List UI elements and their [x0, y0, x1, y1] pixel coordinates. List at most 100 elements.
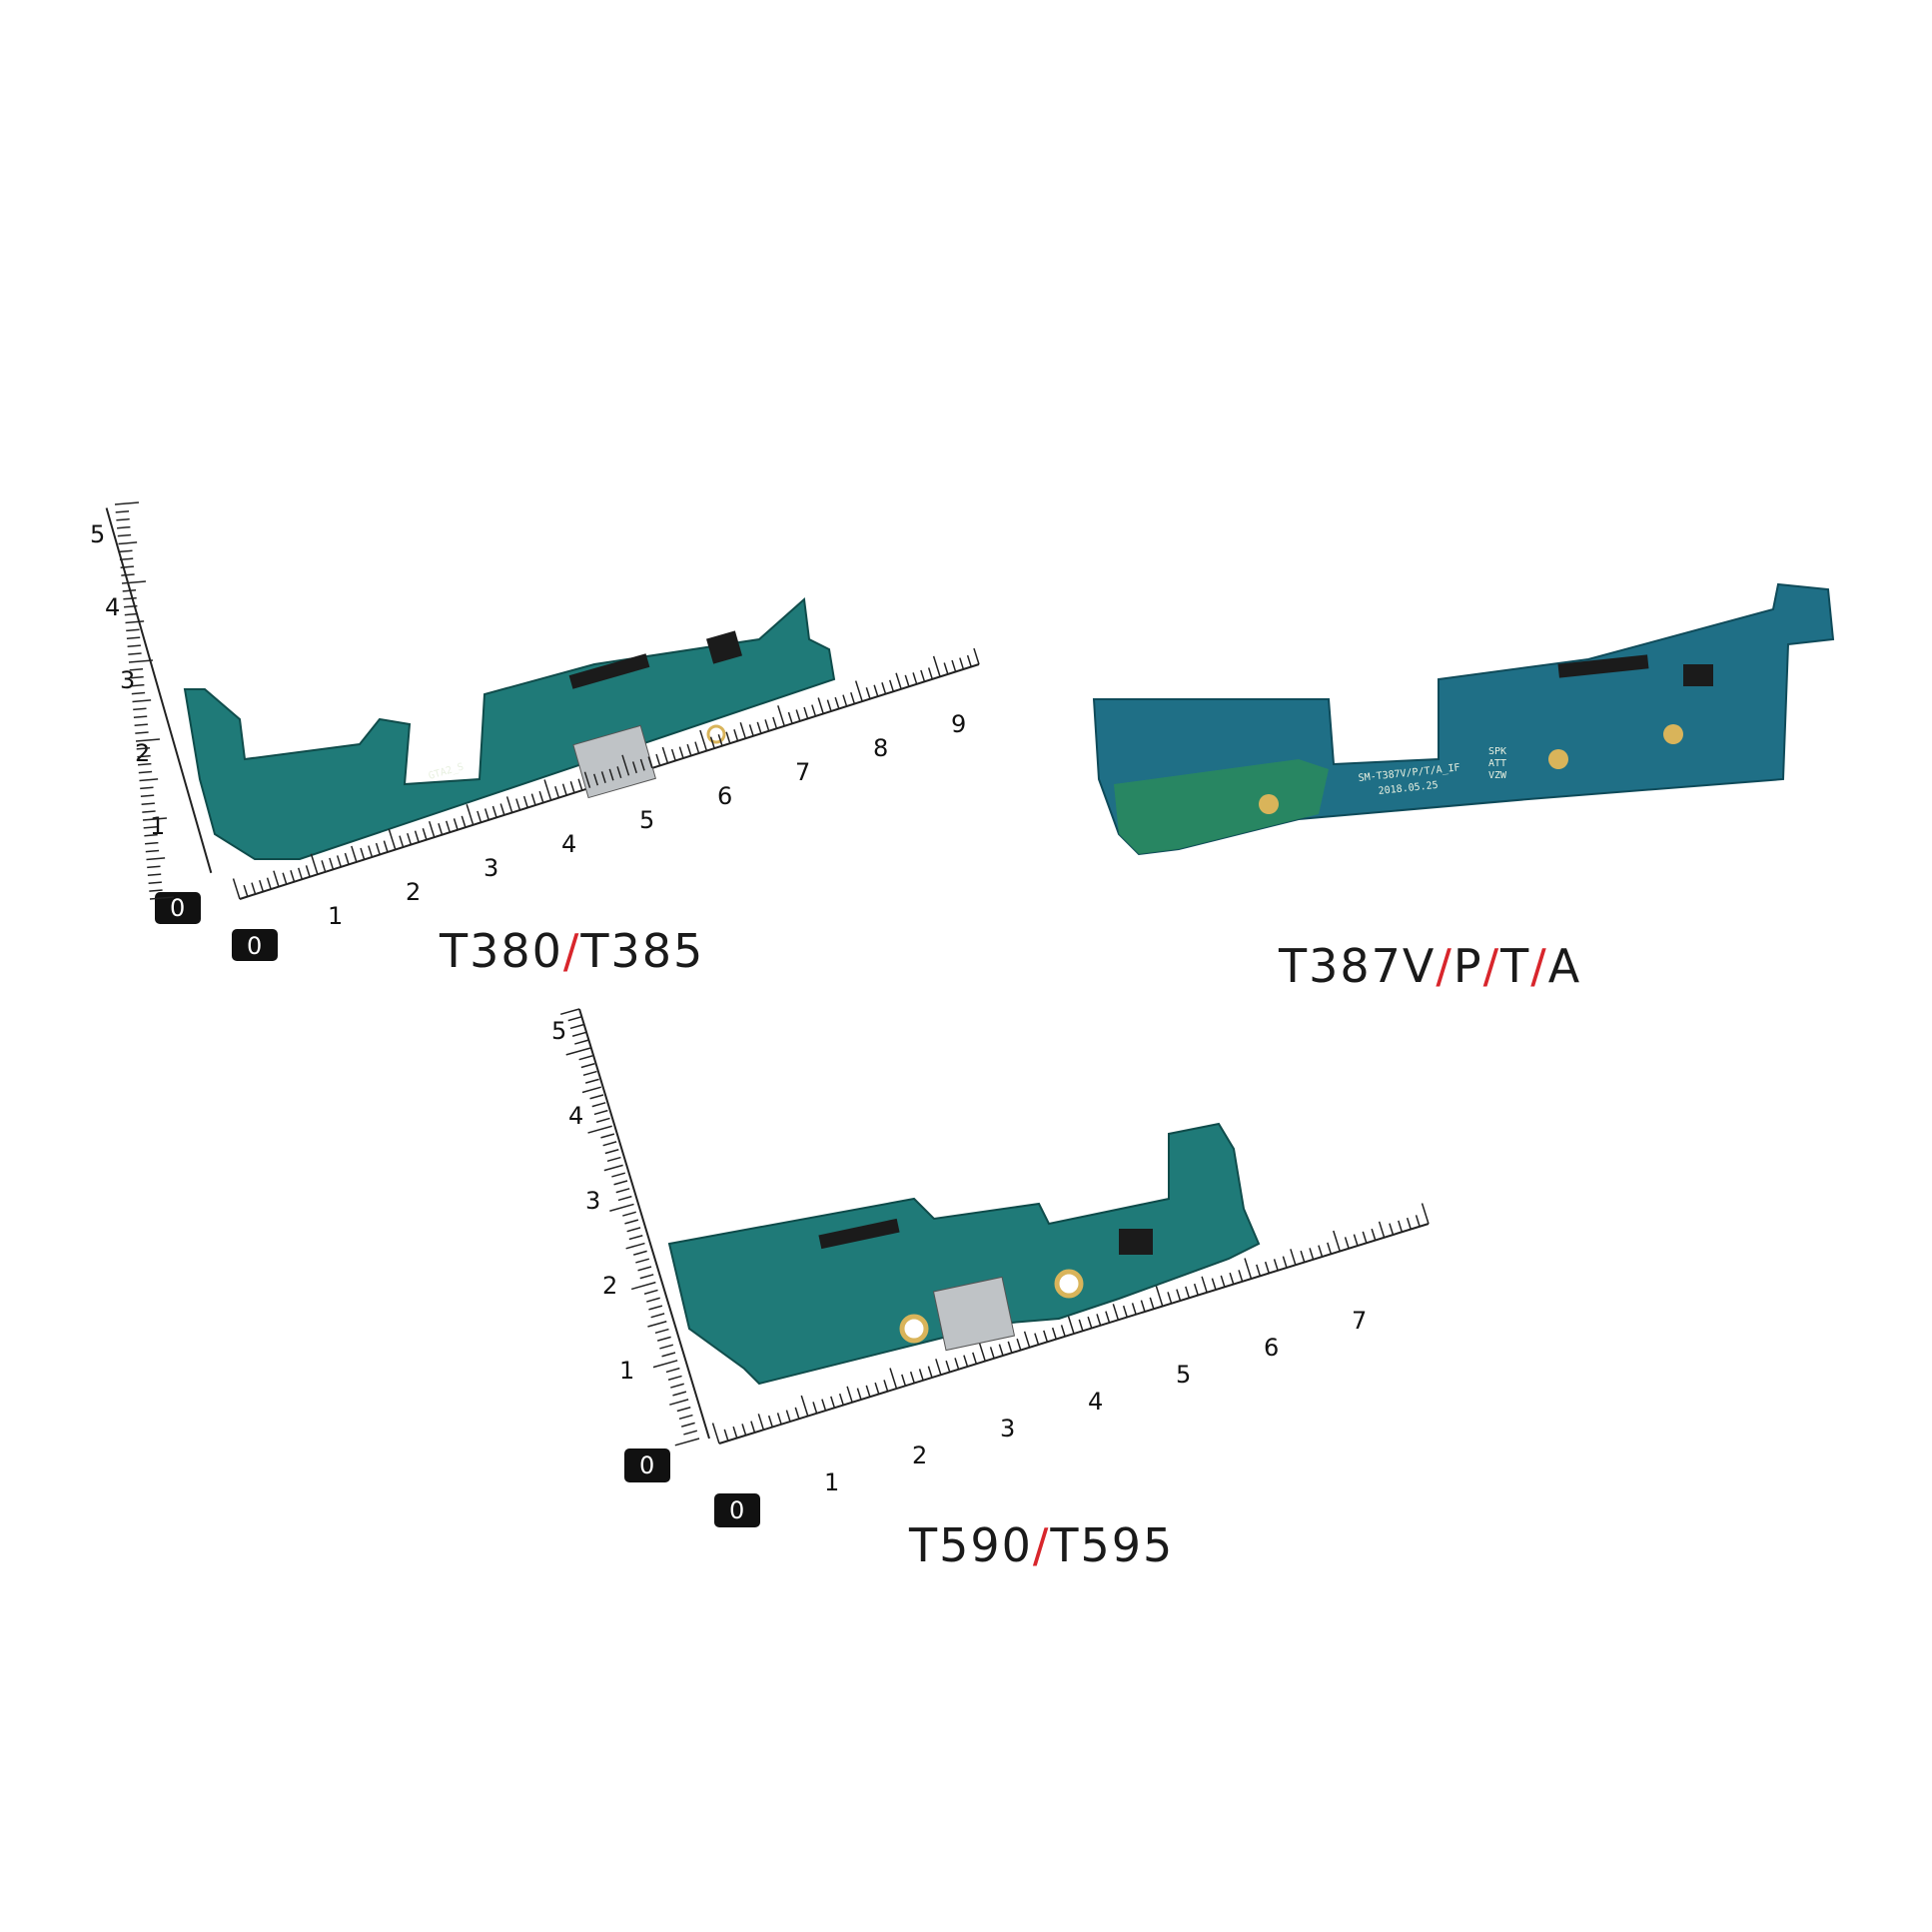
ruler-tick — [842, 694, 848, 707]
silkscreen-side: VZW — [1488, 770, 1507, 781]
ruler-tick — [613, 1180, 628, 1186]
ruler-tick — [932, 655, 941, 677]
ruler-tick — [741, 1424, 747, 1436]
ruler-tick — [145, 849, 160, 853]
silkscreen-side: SPK — [1488, 746, 1506, 757]
ruler-tick — [144, 833, 158, 837]
svg-text:0: 0 — [639, 1451, 654, 1479]
ruler-tick — [1421, 1203, 1430, 1225]
ruler-tick — [138, 770, 153, 774]
ruler-tick — [678, 1414, 693, 1421]
ruler-tick — [583, 771, 591, 788]
pcb-board — [183, 596, 836, 860]
horizontal-ruler-number: 8 — [873, 734, 888, 762]
vertical-ruler — [105, 507, 213, 874]
ruler-tick — [453, 818, 459, 830]
ruler-tick — [608, 768, 614, 781]
ruler-tick — [399, 835, 405, 848]
ruler-tick — [118, 541, 138, 545]
ruler-tick — [147, 873, 162, 877]
ruler-tick — [499, 803, 505, 816]
ruler-tick — [830, 1396, 836, 1409]
ruler-tick — [854, 680, 863, 702]
ruler-tick — [130, 675, 144, 679]
ruler-tick — [648, 1305, 663, 1311]
ruler-tick — [989, 1347, 995, 1359]
ruler-tick — [694, 741, 700, 754]
horizontal-ruler-number: 7 — [795, 758, 810, 786]
ruler-tick — [125, 620, 145, 624]
ruler-tick — [141, 802, 155, 805]
ruler-tick — [670, 1383, 684, 1389]
ruler-tick — [587, 1125, 612, 1134]
ruler-tick — [611, 1172, 626, 1178]
ruler-tick — [817, 697, 824, 714]
ruler-tick — [580, 1063, 595, 1069]
ruler-tick — [581, 1086, 602, 1094]
ruler-tick — [901, 1374, 907, 1387]
ruler-tick — [123, 596, 137, 600]
horizontal-ruler-number: 1 — [328, 902, 343, 930]
ruler-tick — [1122, 1305, 1128, 1318]
ruler-tick — [1185, 1286, 1191, 1299]
ruler-tick — [725, 731, 731, 744]
ruler-tick — [973, 647, 980, 665]
ruler-tick — [655, 753, 661, 766]
ruler-tick — [927, 1366, 933, 1379]
svg-text:0: 0 — [729, 1496, 744, 1524]
ruler-tick — [1300, 1250, 1306, 1263]
ruler-tick — [667, 1375, 682, 1381]
ruler-tick — [121, 580, 147, 584]
ruler-tick — [856, 1388, 862, 1401]
ruler-tick — [1087, 1316, 1093, 1329]
ruler-tick — [438, 823, 444, 835]
ruler-tick — [138, 762, 152, 766]
ruler-tick — [1034, 1333, 1040, 1346]
ruler-tick — [945, 1360, 951, 1373]
ruler-tick — [1016, 1338, 1022, 1351]
ruler-tick — [615, 1188, 630, 1194]
ruler-tick — [505, 796, 513, 813]
ruler-tick — [127, 644, 141, 647]
ruler-tick — [133, 707, 147, 711]
horizontal-ruler-number: 1 — [824, 1468, 839, 1496]
ruler-tick — [777, 705, 785, 727]
ruler-tick — [972, 1352, 978, 1365]
ruler-tick — [959, 657, 965, 670]
ruler-tick — [1078, 1319, 1084, 1332]
ruler-tick — [739, 722, 747, 739]
vertical-ruler-number: 4 — [568, 1102, 583, 1130]
ruler-tick — [678, 746, 684, 759]
mount-hole — [1663, 724, 1683, 744]
ruler-tick — [626, 1227, 641, 1233]
ruler-tick — [140, 794, 155, 798]
chip — [705, 630, 743, 664]
ruler-tick — [883, 1380, 889, 1392]
ruler-tick — [881, 682, 887, 694]
horizontal-ruler-number: 6 — [717, 782, 732, 810]
ruler-tick — [124, 604, 138, 608]
ruler-tick — [477, 810, 483, 823]
ruler-tick — [129, 668, 144, 671]
ruler-tick — [1264, 1261, 1270, 1274]
ruler-tick — [659, 1344, 674, 1350]
ruler-tick — [116, 517, 130, 521]
ruler-tick — [670, 748, 676, 761]
ruler-tick — [624, 1219, 639, 1225]
ruler-tick — [117, 525, 131, 529]
ruler-tick — [407, 832, 413, 845]
connector — [1557, 654, 1649, 678]
ruler-tick — [1238, 1270, 1244, 1282]
ruler-tick — [632, 1250, 647, 1256]
ruler-tick — [918, 1369, 924, 1381]
microphone — [1683, 664, 1713, 686]
ruler-tick — [344, 852, 350, 865]
ruler-tick — [838, 1393, 844, 1406]
ruler-tick — [124, 612, 139, 616]
ruler-tick — [589, 1094, 604, 1100]
ruler-tick — [1105, 1311, 1111, 1324]
ruler-tick — [135, 731, 149, 734]
